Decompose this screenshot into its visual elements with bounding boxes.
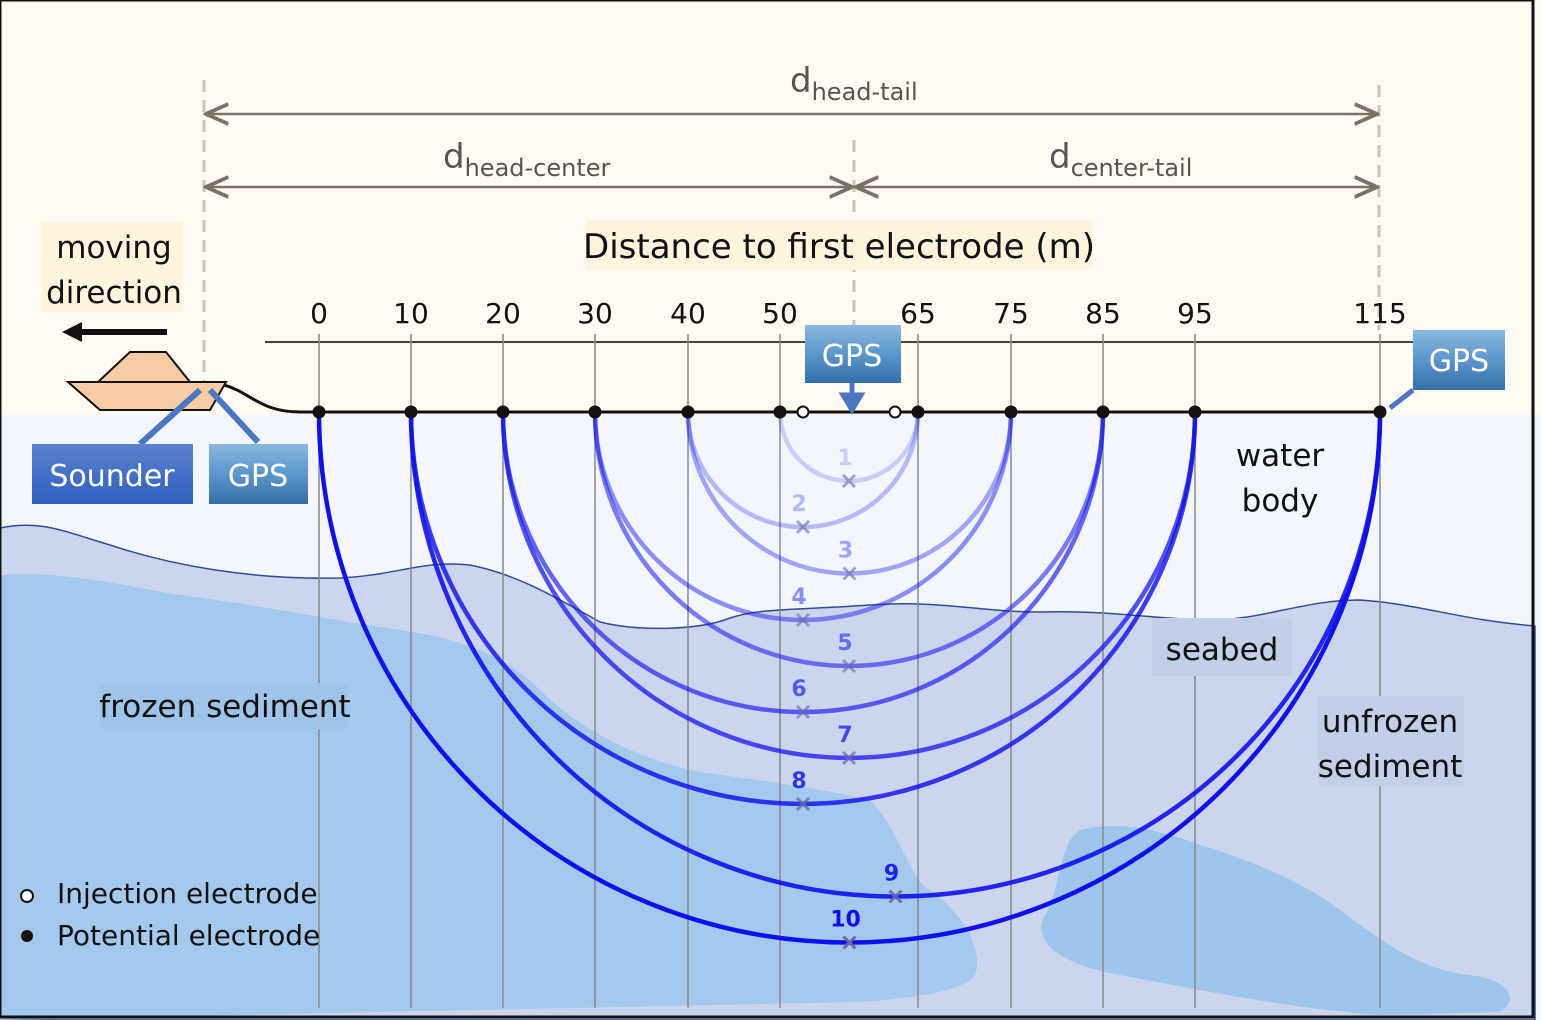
sounder-button: Sounder [32,444,193,504]
dimension-lines [202,80,1381,410]
legend-injection: Injection electrode [57,877,318,910]
midpoint-marker-icon [841,658,857,674]
midpoint-marker-icon [795,612,811,628]
svg-text:GPS: GPS [1429,344,1489,379]
potential-electrode [312,405,326,419]
tick-label: 85 [1085,297,1121,330]
moving-label-bg [42,222,182,312]
potential-electrode [773,405,787,419]
tick-label: 75 [993,297,1029,330]
frozen-sediment-label: frozen sediment [99,689,350,725]
arc-label: 5 [837,631,852,656]
potential-electrode-icon [21,930,33,942]
tick-label: 115 [1353,297,1406,330]
frozen-label-bg [100,683,348,729]
arc-label: 8 [791,769,806,794]
potential-electrode [1188,405,1202,419]
arc-label: 4 [791,585,806,610]
midpoint-marker-icon [795,796,811,812]
legend-potential: Potential electrode [57,919,320,952]
moving-direction-label: moving [56,230,171,266]
svg-text:GPS: GPS [822,339,882,374]
moving-direction-label-2: direction [46,275,182,311]
gps-boat-box: GPS [209,444,308,504]
electrodes [312,405,1387,419]
arc-label: 10 [830,908,861,933]
injection-electrode [888,405,902,419]
water-body-label-2: body [1242,483,1319,519]
tick-label: 10 [393,297,429,330]
midpoint-marker-icon [795,519,811,535]
potential-electrode [911,405,925,419]
midpoint-marker-icon [841,473,857,489]
tick-label: 40 [670,297,706,330]
midpoint-marker-icon [842,566,857,581]
midpoint-marker-icon [888,889,903,904]
arrow-head-icon [62,322,82,342]
electrode-cable [223,383,1380,414]
d-center-tail-label: dcenter-tail [1049,137,1192,182]
injection-electrode-icon [20,889,34,903]
potential-electrode [681,405,695,419]
potential-electrode [404,405,418,419]
midpoint-marker-icon [841,750,857,766]
potential-electrode [496,405,510,419]
arc-label: 3 [838,539,853,564]
tick-label: 50 [762,297,798,330]
svg-text:GPS: GPS [228,459,288,494]
arc-label: 9 [884,862,899,887]
arc-label: 1 [837,446,852,471]
gps-tail-box: GPS [1388,330,1505,410]
gps-center-box: GPS [805,325,901,415]
sky-area [0,0,1541,415]
seabed-label: seabed [1166,632,1279,668]
tick-label: 65 [900,297,936,330]
unfrozen-label-bg [1318,696,1464,786]
measurement-arcs: 1 2 3 4 5 6 7 8 9 10 [316,411,1383,950]
arc-label: 2 [791,492,806,517]
tick-labels: 0 10 20 30 40 50 65 75 85 95 115 [310,297,1407,330]
gps-pointer [207,387,261,445]
injection-electrode [796,405,810,419]
title-bg [586,220,1092,270]
arc-label: 6 [791,677,806,702]
unfrozen-sediment-label: unfrozen [1322,704,1458,740]
water-body-label: water [1236,438,1325,474]
tick-label: 20 [485,297,521,330]
potential-electrode [1004,405,1018,419]
unfrozen-sediment-label-2: sediment [1318,749,1463,785]
tick-label: 0 [310,297,328,330]
seabed-label-bg [1152,618,1292,676]
tick-label: 95 [1177,297,1213,330]
d-head-center-label: dhead-center [443,137,611,182]
svg-text:Sounder: Sounder [49,459,175,494]
legend: Injection electrode Potential electrode [20,877,320,952]
unfrozen-sediment-patch [1041,825,1510,1015]
potential-electrode [1096,405,1110,419]
midpoint-marker-icon [795,704,811,720]
sounder-pointer [137,387,203,447]
potential-electrode [1373,405,1387,419]
arc-label: 7 [837,723,852,748]
midpoint-marker-icon [842,935,857,950]
tick-label: 30 [577,297,613,330]
d-head-tail-label: dhead-tail [790,61,918,106]
potential-electrode [588,405,602,419]
axis-title: Distance to first electrode (m) [583,227,1095,267]
